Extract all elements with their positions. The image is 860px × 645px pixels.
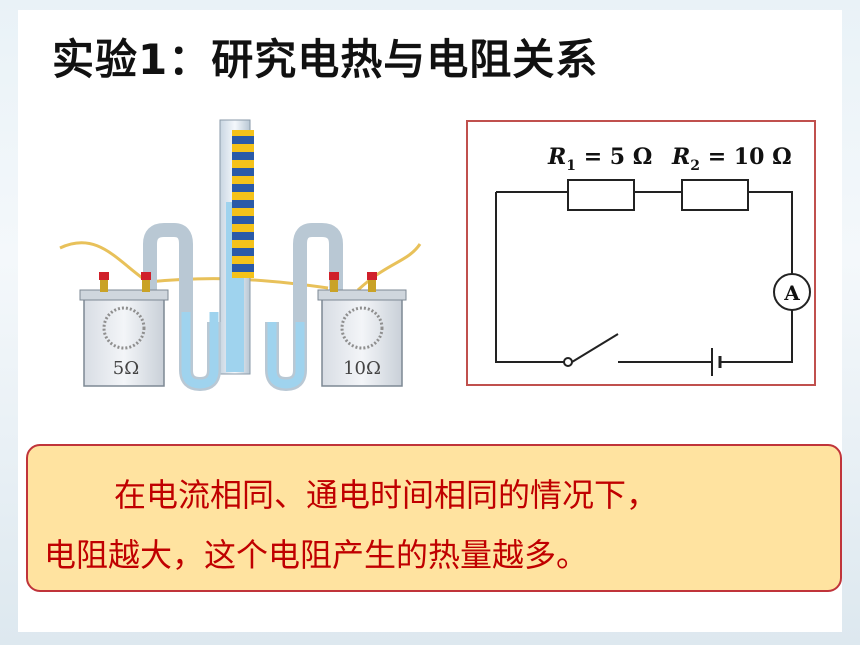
conclusion-line-2: 电阻越大，这个电阻产生的热量越多。 [44, 536, 589, 574]
r2-label: R2 = 10 Ω [671, 144, 792, 174]
right-wire [356, 243, 422, 292]
apparatus-illustration: 5Ω 10Ω [59, 119, 422, 392]
resistor-r2 [681, 179, 749, 211]
switch [571, 333, 619, 363]
r1-label: R1 = 5 Ω [547, 144, 652, 174]
tube-scale [232, 130, 254, 278]
left-container-label: 5Ω [113, 358, 139, 379]
circuit-diagram: R1 = 5 Ω R2 = 10 Ω A [495, 144, 811, 376]
slide-title: 实验1：研究电热与电阻关系 [52, 35, 599, 84]
conclusion-box: 在电流相同、通电时间相同的情况下， 电阻越大，这个电阻产生的热量越多。 [26, 444, 842, 592]
ammeter-label: A [783, 281, 800, 305]
circuit-diagram-box: R1 = 5 Ω R2 = 10 Ω A [466, 120, 816, 386]
right-container [317, 272, 407, 387]
left-container [79, 272, 169, 387]
left-wire [59, 241, 149, 284]
conclusion-line-1: 在电流相同、通电时间相同的情况下， [114, 476, 659, 514]
resistor-r1 [567, 179, 635, 211]
right-container-label: 10Ω [343, 358, 381, 379]
